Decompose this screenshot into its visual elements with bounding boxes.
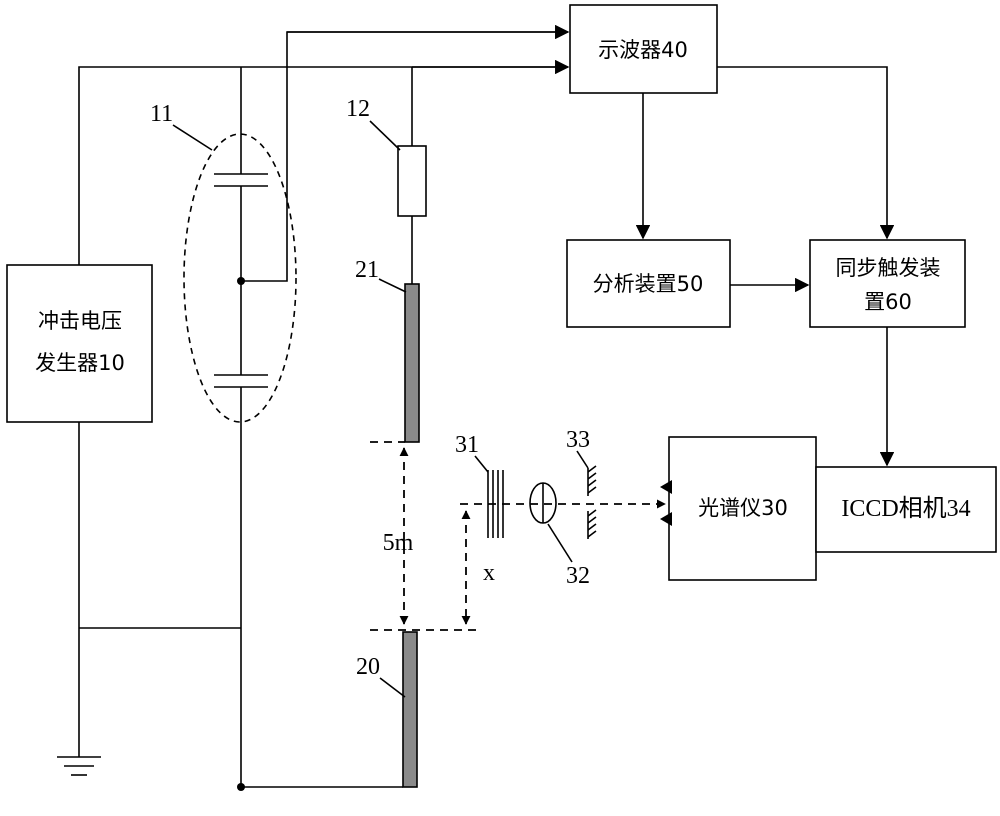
label-filter-31: 31 [455, 432, 479, 458]
label-lower-electrode-20: 20 [356, 654, 380, 680]
entrance-slit-icon [660, 480, 672, 526]
label-distance-x: x [483, 560, 495, 586]
lower-electrode-20 [402, 631, 418, 788]
impulse-generator-label-2: 发生器10 [35, 351, 125, 375]
leader-divider [172, 124, 213, 151]
iccd-camera-label: ICCD相机34 [841, 495, 970, 522]
leader-resistor [369, 120, 401, 151]
label-upper-electrode-21: 21 [355, 257, 379, 283]
impulse-generator-box [6, 264, 153, 423]
label-slit-33: 33 [566, 427, 590, 453]
label-resistor-12: 12 [346, 96, 370, 122]
ground-icon [57, 756, 101, 776]
generator-top-wire [78, 66, 566, 265]
capacitor-lower-icon [214, 374, 268, 388]
leader-slit [576, 450, 589, 469]
analyzer-label: 分析装置50 [593, 272, 704, 296]
spectrometer-label: 光谱仪30 [698, 496, 788, 520]
sync-trigger-box [809, 239, 966, 328]
sync-trigger-label-2: 置60 [864, 290, 912, 314]
arrow-osc-to-sync [717, 66, 895, 240]
leader-lens [547, 523, 573, 563]
oscilloscope-box [569, 4, 718, 94]
analyzer-box [566, 239, 731, 328]
label-gap-5m: 5m [383, 530, 414, 556]
capacitor-upper-icon [214, 173, 268, 187]
sync-trigger-label-1: 同步触发装 [836, 256, 941, 280]
label-lens-32: 32 [566, 563, 590, 589]
slit-33-icon [587, 465, 597, 539]
oscilloscope-label: 示波器40 [598, 38, 688, 62]
label-divider-11: 11 [150, 101, 173, 127]
upper-electrode-21 [404, 283, 420, 443]
resistor-12 [397, 145, 427, 217]
filter-31-icon [487, 470, 504, 538]
leader-upper-electrode [378, 278, 407, 293]
lens-32-icon [529, 482, 557, 524]
divider-dashed-outline [183, 133, 297, 423]
leader-lower-electrode [379, 677, 406, 698]
leader-filter [474, 455, 489, 473]
spectrometer-box [668, 436, 817, 581]
impulse-generator-label-1: 冲击电压 [38, 309, 122, 333]
iccd-camera-box [815, 466, 997, 553]
